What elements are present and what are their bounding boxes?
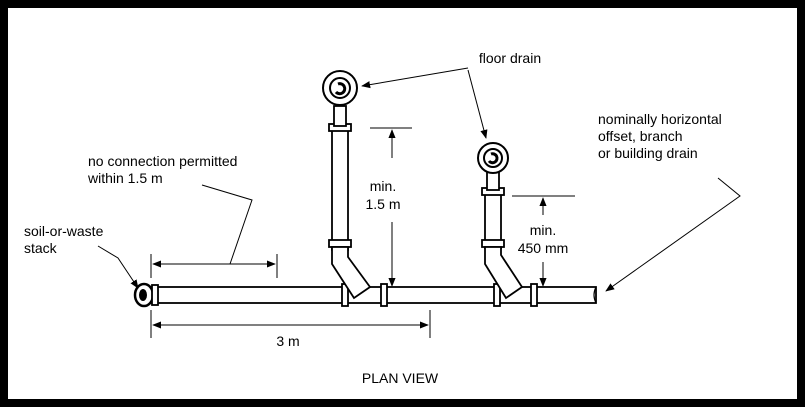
min-1-5m-label-line2: 1.5 m [365,196,400,212]
floor-drain-2 [477,142,509,174]
horizontal-drain-pipe [149,283,597,307]
stack-label-line2: stack [24,240,58,256]
dimension-3m [150,310,431,338]
three-m-label: 3 m [276,333,299,349]
horizontal-label-line2: offset, branch [598,128,683,144]
min-1-5m-label-line1: min. [370,178,396,194]
soil-stack-end [133,282,159,308]
stack-label-line1: soil-or-waste [24,223,104,239]
plan-view-caption: PLAN VIEW [362,370,439,386]
dimension-no-connection [150,184,278,278]
dimension-min-1-5m [370,127,412,287]
no-connection-label-line1: no connection permitted [88,153,237,169]
no-connection-label-line2: within 1.5 m [87,170,163,186]
min-450mm-label-line2: 450 mm [518,240,569,256]
horizontal-label-line3: or building drain [598,145,698,161]
horizontal-label-line1: nominally horizontal [598,111,722,127]
floor-drain-1 [322,70,358,106]
leader-lines [97,67,741,292]
floor-drain-branch-2 [481,171,524,300]
floor-drain-label: floor drain [479,50,541,66]
floor-drain-branch-1 [328,105,372,300]
dimension-min-450mm [512,195,575,287]
min-450mm-label-line1: min. [530,222,556,238]
